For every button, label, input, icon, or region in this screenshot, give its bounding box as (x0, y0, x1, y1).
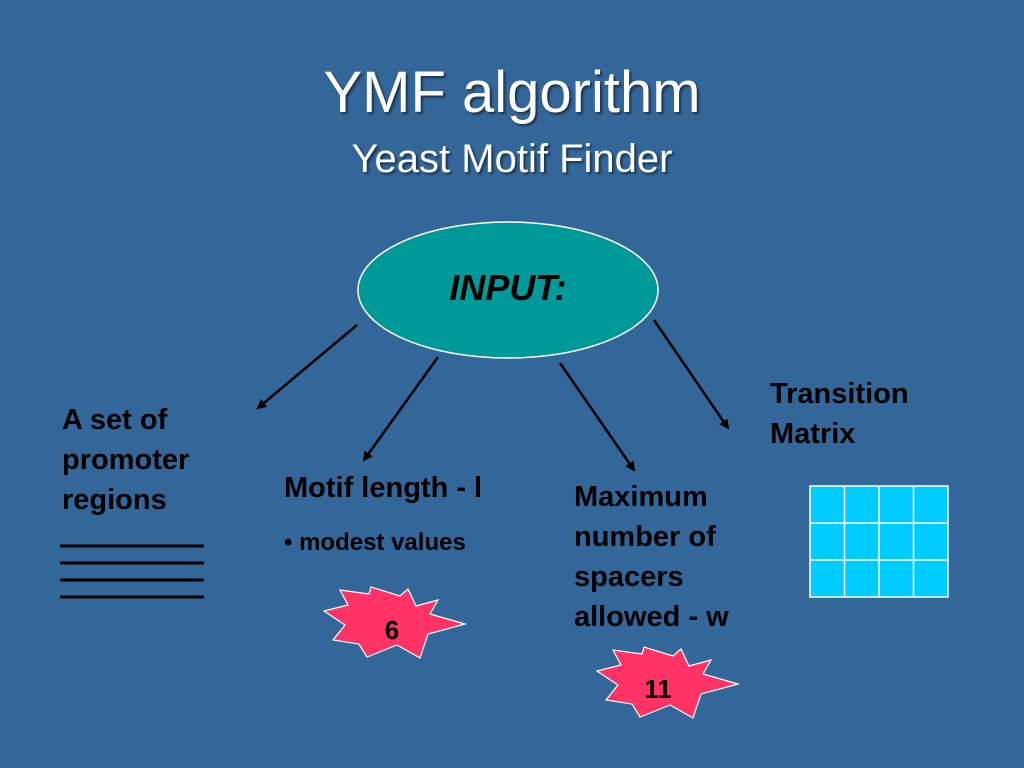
spacers-line-4: allowed - w (574, 601, 729, 633)
motif-bullet: • modest values (284, 529, 466, 556)
stacked-lines-icon (60, 544, 204, 599)
promoter-line-2: promoter (62, 444, 190, 476)
input-label: INPUT: (449, 267, 567, 308)
promoter-line-3: regions (62, 484, 167, 516)
slide-subtitle: Yeast Motif Finder (351, 137, 673, 181)
starburst-icon (322, 586, 468, 659)
slide-title: YMF algorithm (323, 60, 701, 125)
arrow-to-promoter (256, 324, 358, 410)
matrix-line-1: Transition (770, 378, 909, 410)
spacers-line-2: number of (574, 521, 716, 553)
arrow-to-spacers (558, 362, 636, 472)
starburst-icon (595, 646, 741, 719)
motif-value-badge: 6 (384, 615, 400, 645)
input-ellipse (357, 221, 659, 359)
promoter-line-1: A set of (62, 404, 168, 436)
arrow-to-motif-length (362, 356, 440, 462)
grid-table-icon (809, 485, 949, 598)
spacers-label: Maximum number of spacers allowed - w (574, 477, 729, 637)
motif-length-label: Motif length - l (284, 472, 483, 504)
promoter-label: A set of promoter regions (62, 400, 189, 520)
matrix-line-2: Matrix (770, 418, 856, 450)
spacers-line-3: spacers (574, 561, 684, 593)
spacer-value-badge: 11 (644, 674, 672, 704)
arrow-to-matrix (652, 319, 730, 430)
matrix-label: Transition Matrix (770, 374, 909, 454)
spacers-line-1: Maximum (574, 481, 708, 513)
